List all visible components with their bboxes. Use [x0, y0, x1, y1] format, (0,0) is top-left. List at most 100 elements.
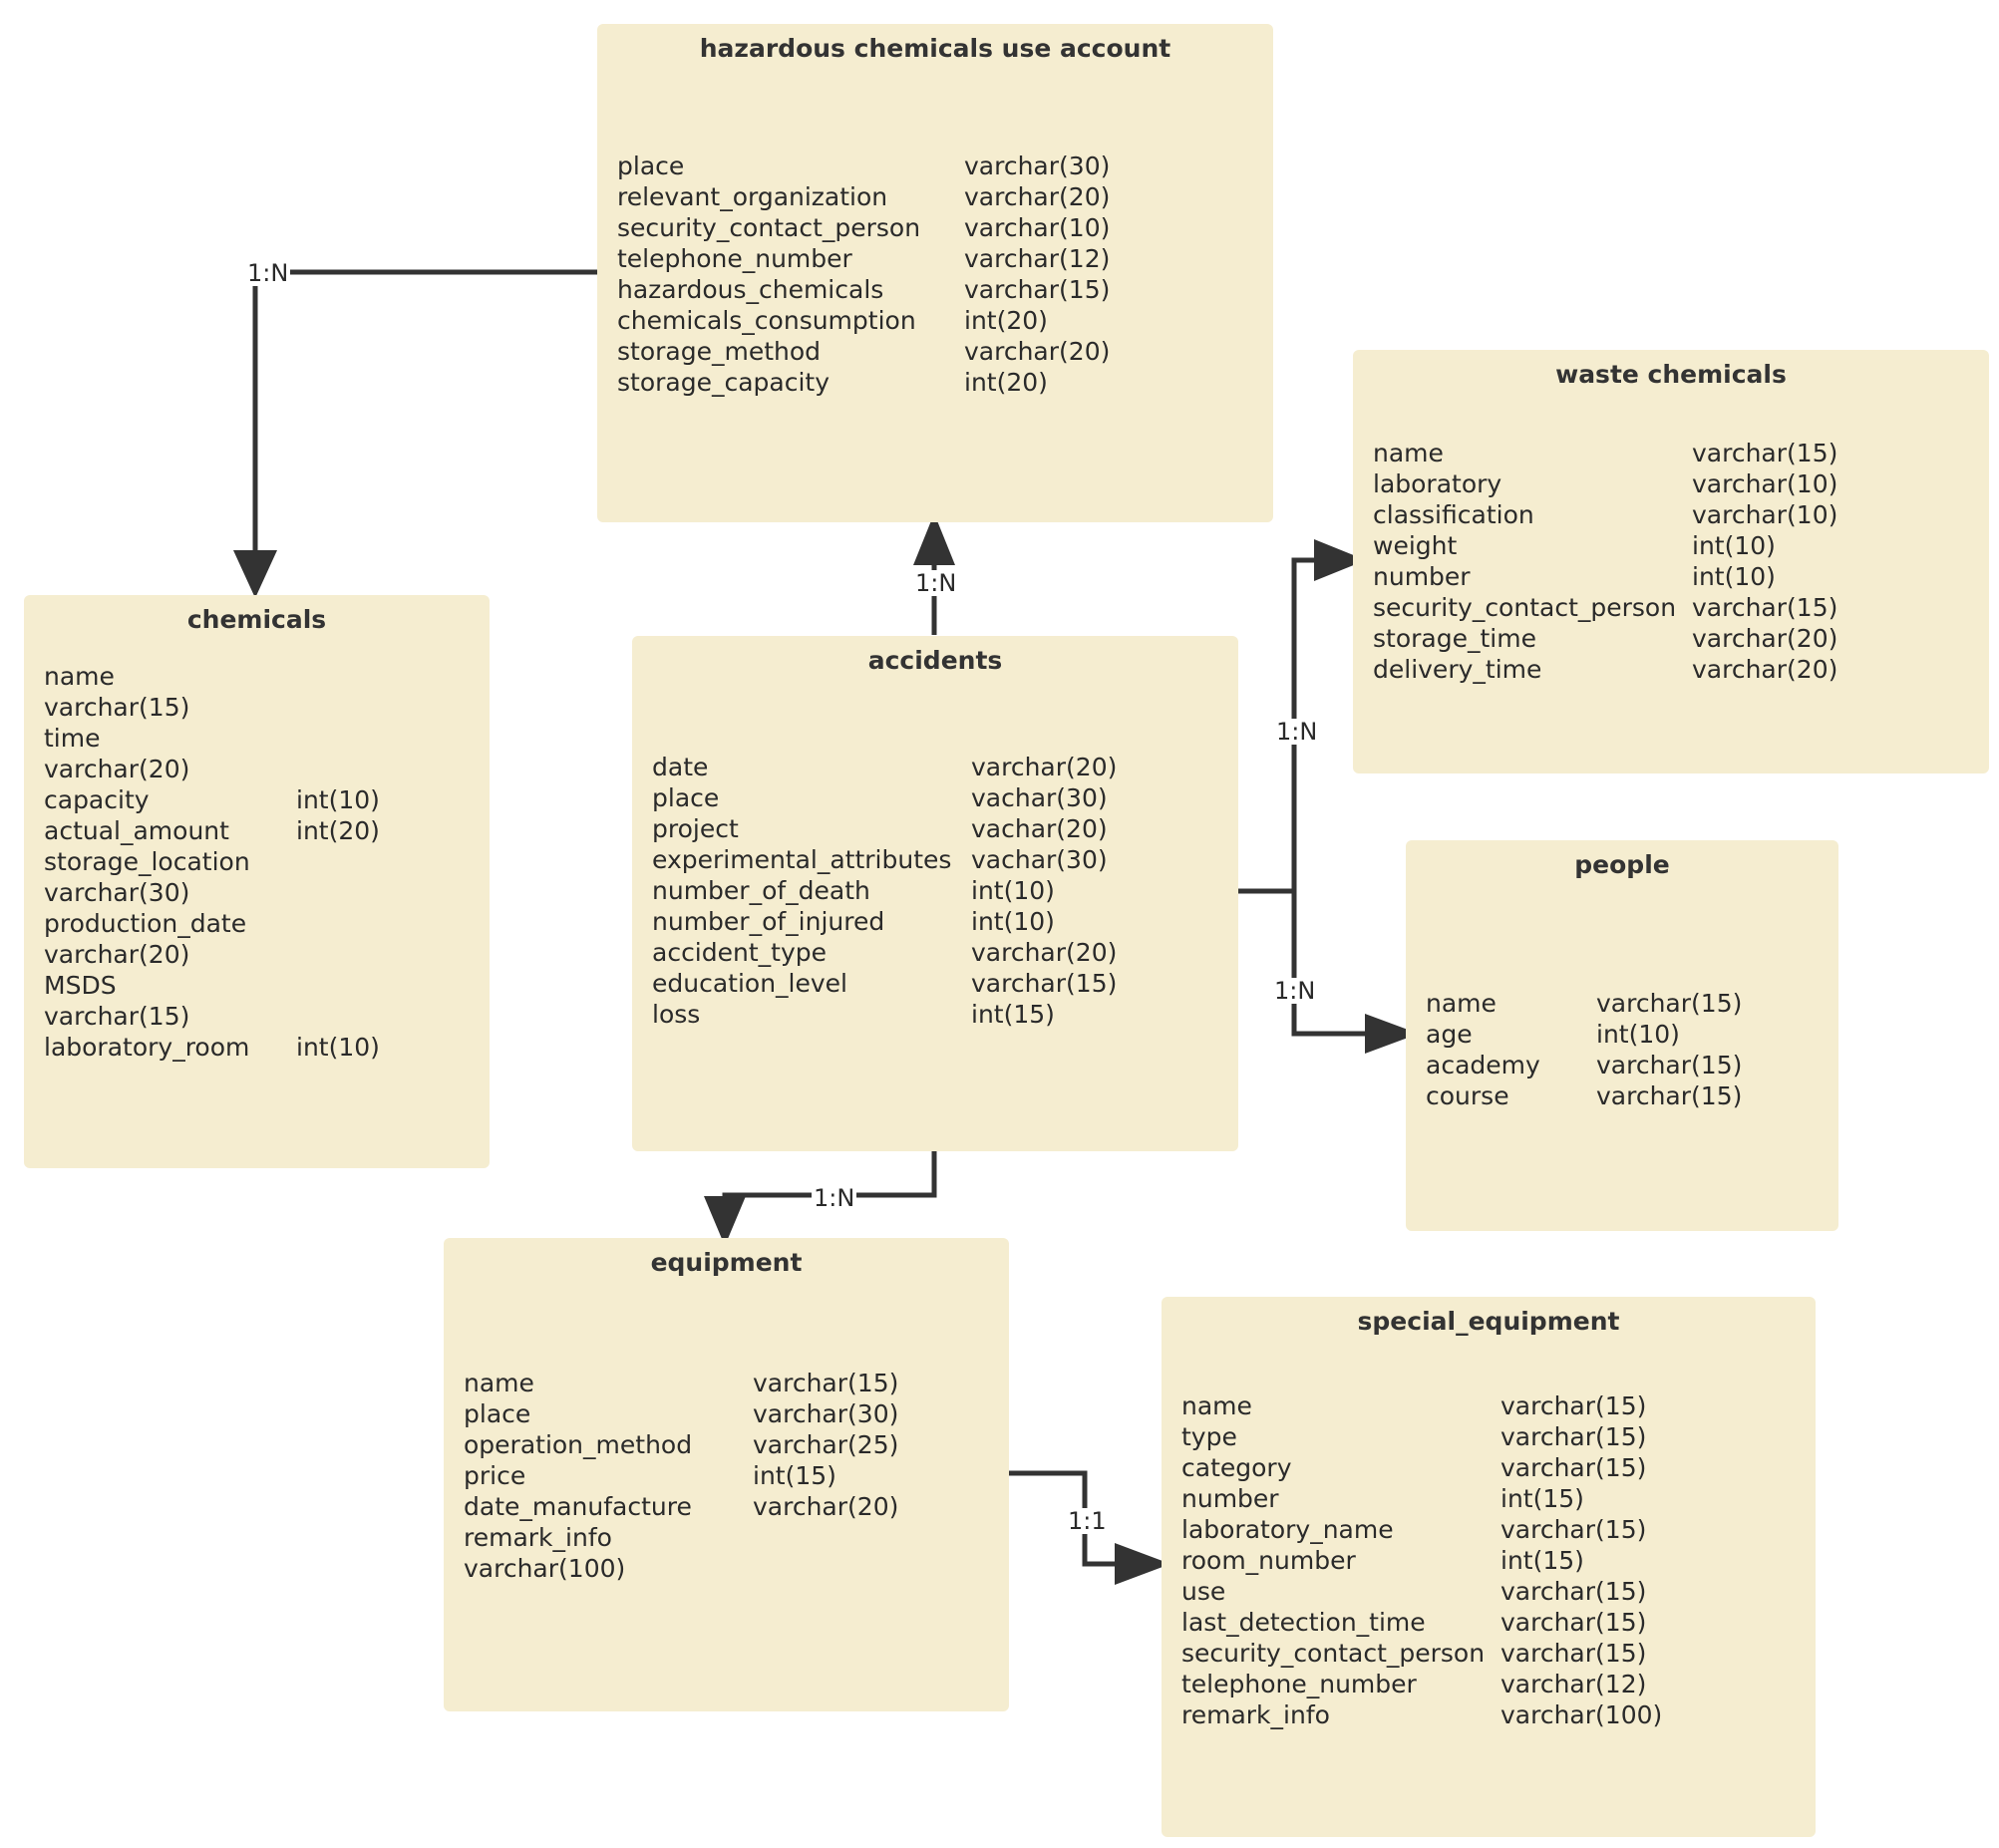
- field-name: varchar(100): [464, 1554, 626, 1583]
- field-name: place: [617, 152, 685, 180]
- field-type: vachar(30): [971, 845, 1108, 874]
- entity-chemicals: chemicals name varchar(15) time varchar(20)…: [24, 595, 490, 1168]
- field-name: course: [1426, 1081, 1509, 1110]
- field-type: int(20): [964, 368, 1048, 397]
- field-type: varchar(30): [964, 152, 1111, 180]
- entity-title: accidents: [867, 646, 1003, 675]
- field-name: place: [464, 1399, 531, 1428]
- field-type: int(20): [964, 306, 1048, 335]
- field-type: varchar(10): [964, 213, 1111, 242]
- field-name: experimental_attributes: [652, 845, 952, 874]
- field-name: security_contact_person: [617, 213, 921, 242]
- field-type: varchar(15): [1500, 1577, 1647, 1606]
- field-type: vachar(20): [971, 814, 1108, 843]
- field-name: category: [1181, 1453, 1292, 1482]
- field-type: int(20): [296, 816, 380, 845]
- field-name: security_contact_person: [1373, 593, 1677, 622]
- arrowhead-equipment: [704, 1196, 746, 1246]
- arrowhead-chemicals: [233, 550, 277, 598]
- field-type: int(10): [971, 907, 1055, 936]
- arrowhead-waste: [1314, 539, 1366, 581]
- field-type: int(10): [296, 1033, 380, 1062]
- field-name: operation_method: [464, 1430, 693, 1459]
- entity-accidents: accidents date varchar(20) place vachar(30)…: [632, 636, 1238, 1151]
- field-name: accident_type: [652, 938, 827, 967]
- entity-title: special_equipment: [1357, 1307, 1620, 1336]
- field-name: telephone_number: [1181, 1670, 1417, 1698]
- field-type: varchar(15): [1596, 989, 1743, 1018]
- relationship-label: 1:N: [812, 1184, 857, 1212]
- field-name: varchar(30): [44, 878, 190, 907]
- field-name: room_number: [1181, 1546, 1356, 1575]
- arrowhead-hazard: [913, 513, 955, 565]
- field-type: varchar(15): [753, 1369, 899, 1397]
- field-type: varchar(15): [1596, 1081, 1743, 1110]
- field-type: varchar(20): [971, 753, 1118, 781]
- field-type: varchar(15): [1692, 593, 1838, 622]
- field-name: weight: [1373, 531, 1458, 560]
- relationship-label: 1:N: [1274, 718, 1320, 746]
- field-type: int(15): [971, 1000, 1055, 1029]
- entity-waste-chemicals: waste chemicals name varchar(15) laborator…: [1353, 350, 1989, 773]
- field-name: laboratory_name: [1181, 1515, 1394, 1544]
- connector-accidents-people: [1291, 891, 1371, 1037]
- field-type: varchar(15): [1500, 1391, 1647, 1420]
- field-type: varchar(15): [971, 969, 1118, 998]
- field-type: varchar(15): [1500, 1453, 1647, 1482]
- field-name: name: [44, 662, 115, 691]
- field-name: chemicals_consumption: [617, 306, 916, 335]
- field-name: date: [652, 753, 709, 781]
- field-name: name: [464, 1369, 534, 1397]
- relationship-label: 1:N: [913, 569, 959, 597]
- arrowhead-special: [1115, 1543, 1170, 1585]
- field-name: varchar(20): [44, 940, 190, 969]
- field-name: name: [1373, 439, 1444, 467]
- field-type: varchar(10): [1692, 469, 1838, 498]
- field-type: int(10): [1596, 1020, 1680, 1049]
- field-name: telephone_number: [617, 244, 852, 273]
- field-name: academy: [1426, 1051, 1540, 1079]
- field-type: int(15): [753, 1461, 836, 1490]
- field-type: varchar(12): [964, 244, 1111, 273]
- field-type: varchar(20): [753, 1492, 899, 1521]
- relationship-label: 1:1: [1066, 1507, 1109, 1535]
- field-name: use: [1181, 1577, 1226, 1606]
- field-name: production_date: [44, 909, 247, 938]
- field-type: varchar(15): [1500, 1515, 1647, 1544]
- field-name: relevant_organization: [617, 182, 888, 211]
- field-name: remark_info: [1181, 1700, 1330, 1729]
- field-name: security_contact_person: [1181, 1639, 1486, 1668]
- field-name: varchar(15): [44, 1002, 190, 1031]
- entity-title: chemicals: [186, 605, 327, 634]
- entity-title: equipment: [650, 1248, 803, 1277]
- field-name: remark_info: [464, 1523, 612, 1552]
- field-type: int(10): [1692, 562, 1776, 591]
- field-type: varchar(10): [1692, 500, 1838, 529]
- field-type: vachar(30): [971, 783, 1108, 812]
- field-name: laboratory_room: [44, 1033, 250, 1062]
- field-name: time: [44, 724, 101, 753]
- field-name: place: [652, 783, 720, 812]
- field-type: varchar(15): [1500, 1608, 1647, 1637]
- field-name: age: [1426, 1020, 1473, 1049]
- field-name: number: [1373, 562, 1471, 591]
- connector-hazard-chemicals: [252, 269, 597, 553]
- field-type: varchar(20): [964, 182, 1111, 211]
- field-name: MSDS: [44, 971, 117, 1000]
- arrowhead-people: [1365, 1014, 1419, 1054]
- field-type: varchar(15): [1596, 1051, 1743, 1079]
- field-type: int(10): [1692, 531, 1776, 560]
- field-name: name: [1426, 989, 1497, 1018]
- field-type: varchar(15): [964, 275, 1111, 304]
- entity-title: waste chemicals: [1555, 360, 1787, 389]
- field-type: int(15): [1500, 1484, 1584, 1513]
- field-type: varchar(30): [753, 1399, 899, 1428]
- field-type: varchar(15): [1500, 1422, 1647, 1451]
- field-type: int(10): [971, 876, 1055, 905]
- field-name: actual_amount: [44, 816, 229, 845]
- field-name: loss: [652, 1000, 701, 1029]
- relationship-label: 1:N: [1272, 977, 1318, 1005]
- field-type: varchar(20): [1692, 655, 1838, 684]
- field-name: laboratory: [1373, 469, 1502, 498]
